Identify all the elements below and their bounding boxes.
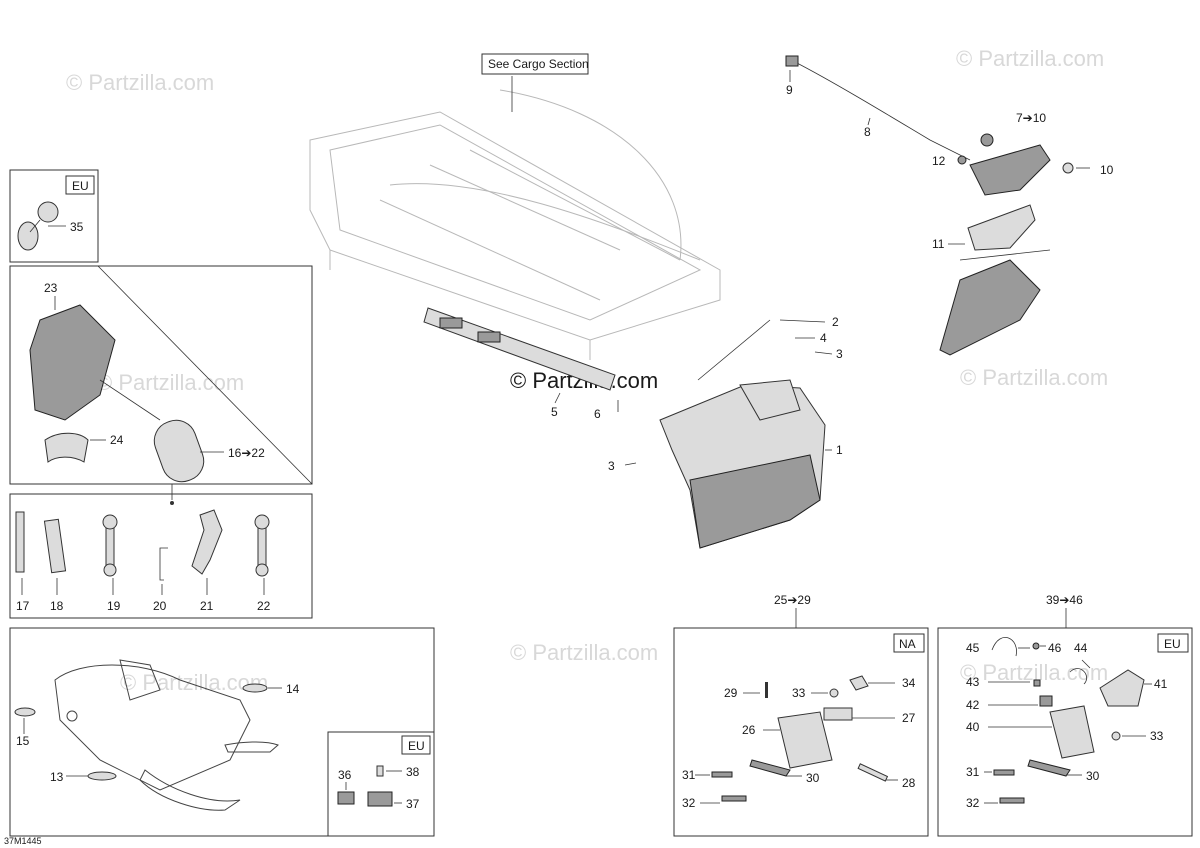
callout-2: 2 xyxy=(832,315,839,329)
eu-tag-top xyxy=(65,175,95,195)
callout-44: 44 xyxy=(1074,641,1088,655)
callout-29: 29 xyxy=(724,686,738,700)
callout-39-46: 39➔46 xyxy=(1046,593,1083,607)
callout-3a: 3 xyxy=(836,347,843,361)
watermark: © Partzilla.com xyxy=(956,46,1104,71)
tail-light xyxy=(785,55,1090,356)
callout-23: 23 xyxy=(44,281,58,295)
callout-41: 41 xyxy=(1154,677,1168,691)
callout-26: 26 xyxy=(742,723,756,737)
callout-7-10: 7➔10 xyxy=(1016,111,1046,125)
callout-18: 18 xyxy=(50,599,64,613)
watermark: © Partzilla.com xyxy=(96,370,244,395)
callout-36: 36 xyxy=(338,768,352,782)
eu-decal-box xyxy=(327,731,435,837)
callout-3b: 3 xyxy=(608,459,615,473)
eu-tag-plate-text: EU xyxy=(1164,637,1181,651)
eu-tag-decal-text: EU xyxy=(408,739,425,753)
callout-17: 17 xyxy=(16,599,30,613)
cargo-rack xyxy=(309,76,721,360)
eu-mirror-box xyxy=(9,169,99,263)
callout-43: 43 xyxy=(966,675,980,689)
eu-decal-parts xyxy=(337,765,402,807)
deflector-strip xyxy=(423,307,619,412)
na-plate-box xyxy=(673,627,929,837)
cargo-section-note xyxy=(481,53,589,75)
callout-8: 8 xyxy=(864,125,871,139)
callout-30a: 30 xyxy=(806,771,820,785)
callout-40: 40 xyxy=(966,720,980,734)
callout-37: 37 xyxy=(406,797,420,811)
snowmobile-outline xyxy=(14,659,282,811)
callout-13: 13 xyxy=(50,770,64,784)
tool-bag xyxy=(29,296,224,483)
callout-19: 19 xyxy=(107,599,121,613)
watermark: © Partzilla.com xyxy=(960,365,1108,390)
callout-38: 38 xyxy=(406,765,420,779)
callout-31b: 31 xyxy=(966,765,980,779)
cargo-section-note-text: See Cargo Section xyxy=(488,57,589,71)
callout-46: 46 xyxy=(1048,641,1062,655)
na-tag xyxy=(893,633,925,653)
watermark: © Partzilla.com xyxy=(66,70,214,95)
callout-25-29: 25➔29 xyxy=(774,593,811,607)
na-plate-parts xyxy=(695,675,898,804)
callout-9: 9 xyxy=(786,83,793,97)
callout-45: 45 xyxy=(966,641,980,655)
callout-28: 28 xyxy=(902,776,916,790)
eu-tag-top-text: EU xyxy=(72,179,89,193)
callout-4: 4 xyxy=(820,331,827,345)
tools xyxy=(15,509,270,595)
callout-15: 15 xyxy=(16,734,30,748)
callout-20: 20 xyxy=(153,599,167,613)
eu-plate-parts xyxy=(984,637,1152,804)
callout-35: 35 xyxy=(70,220,84,234)
diagram-code: 37M1445 xyxy=(4,836,42,846)
mirror-part xyxy=(17,201,66,251)
callout-1: 1 xyxy=(836,443,843,457)
eu-tag-plate xyxy=(1157,633,1189,653)
callout-30b: 30 xyxy=(1086,769,1100,783)
callout-11: 11 xyxy=(932,237,945,251)
callout-12: 12 xyxy=(932,154,946,168)
callout-5: 5 xyxy=(551,405,558,419)
callout-14: 14 xyxy=(286,682,300,696)
callout-22: 22 xyxy=(257,599,271,613)
callout-31a: 31 xyxy=(682,768,696,782)
callout-21: 21 xyxy=(200,599,214,613)
watermarks: © Partzilla.com © Partzilla.com © Partzi… xyxy=(66,46,1108,695)
callout-32a: 32 xyxy=(682,796,696,810)
callout-10: 10 xyxy=(1100,163,1114,177)
tools-box xyxy=(9,493,313,619)
callout-34: 34 xyxy=(902,676,916,690)
callout-27: 27 xyxy=(902,711,916,725)
callout-6: 6 xyxy=(594,407,601,421)
mud-flap xyxy=(624,319,833,549)
callout-24: 24 xyxy=(110,433,124,447)
eu-tag-decal xyxy=(401,735,431,755)
callout-33a: 33 xyxy=(792,686,806,700)
tool-kit-box xyxy=(9,265,313,485)
na-tag-text: NA xyxy=(899,637,916,651)
callout-33b: 33 xyxy=(1150,729,1164,743)
callout-42: 42 xyxy=(966,698,980,712)
watermark: © Partzilla.com xyxy=(120,670,268,695)
callout-32b: 32 xyxy=(966,796,980,810)
watermark: © Partzilla.com xyxy=(510,640,658,665)
callout-16-22: 16➔22 xyxy=(228,446,265,460)
eu-plate-box xyxy=(937,627,1193,837)
